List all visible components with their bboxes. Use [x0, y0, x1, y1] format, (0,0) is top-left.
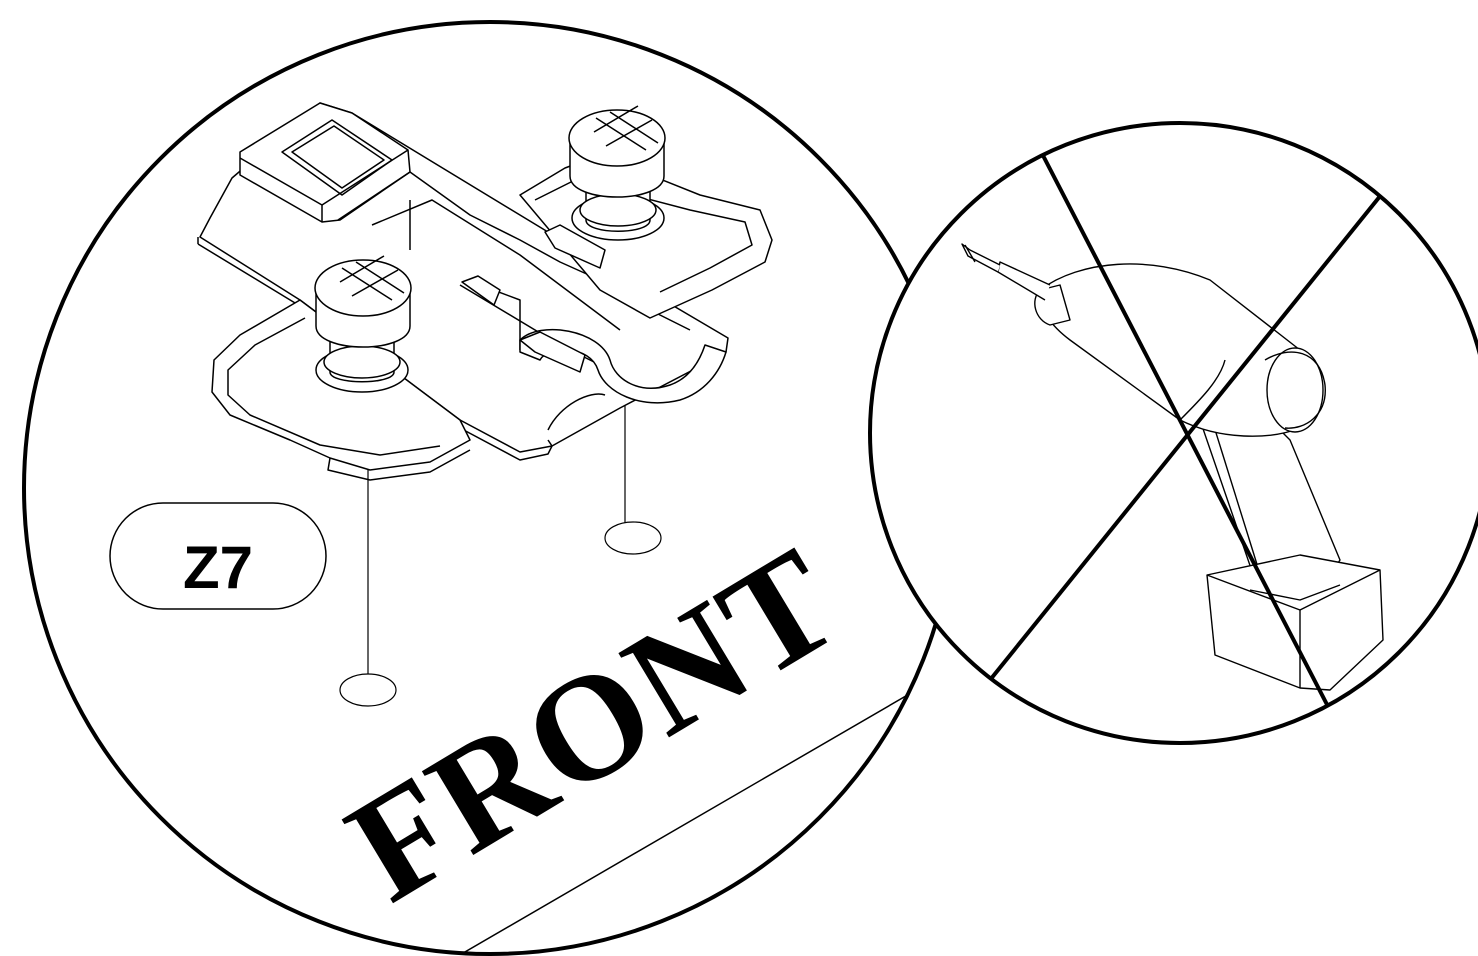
panel-edge-line [457, 681, 931, 954]
mounting-plate-icon [197, 102, 773, 481]
drill-hole-marker [604, 521, 662, 555]
cordless-drill-icon [961, 243, 1384, 691]
drill-hole-marker [339, 673, 397, 707]
prohibited-cross-icon [988, 139, 1387, 721]
warning-circle [868, 121, 1478, 745]
detail-view: Z7 FRONT [22, 20, 958, 956]
part-label-badge: Z7 [109, 502, 327, 610]
tool-warning [868, 121, 1478, 745]
hole-markers [339, 405, 662, 707]
part-label: Z7 [183, 534, 253, 601]
